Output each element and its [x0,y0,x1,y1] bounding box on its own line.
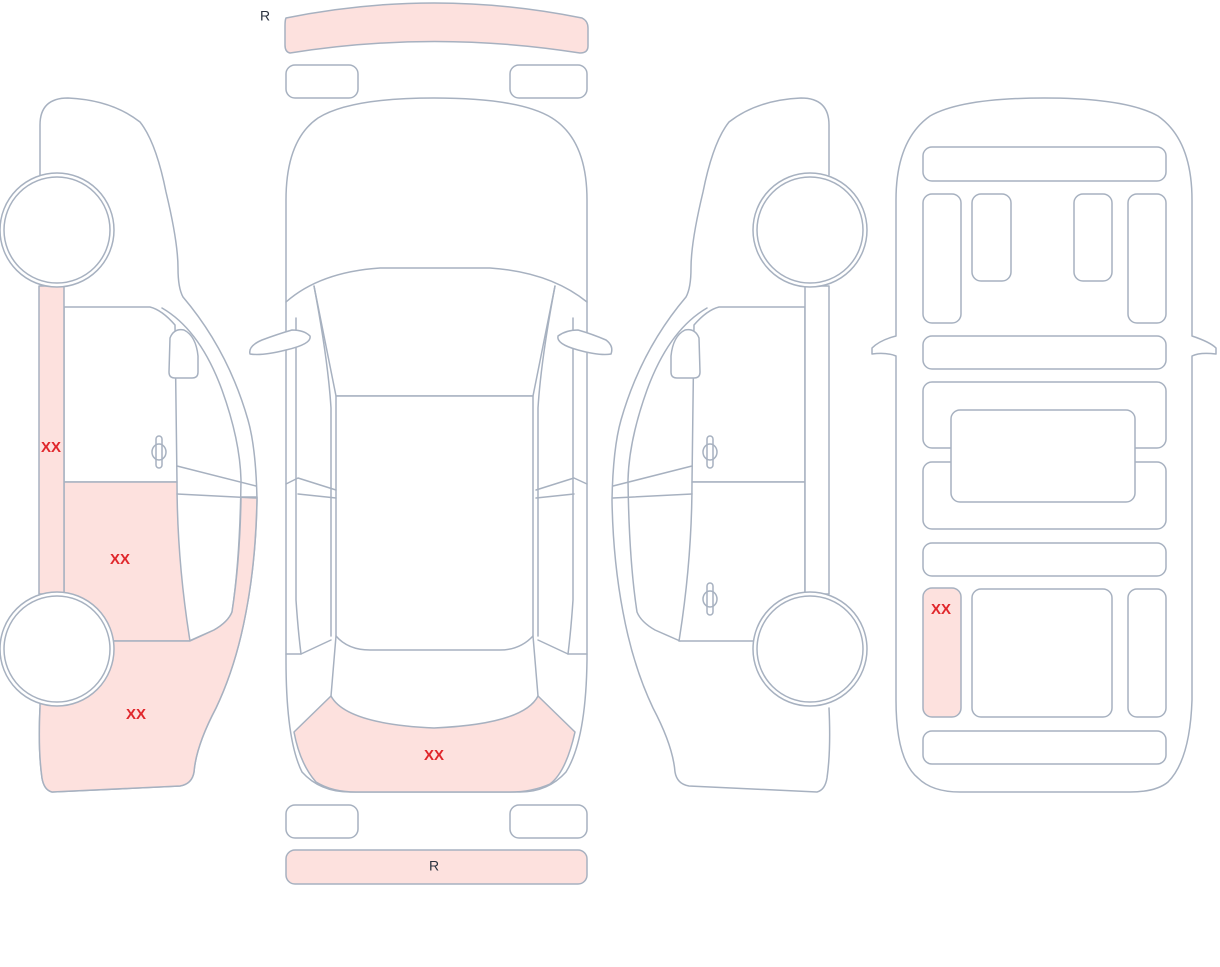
right-front-door-handle[interactable] [706,435,714,469]
left-rear-door-mark: XX [110,551,130,568]
left-rear-quarter[interactable] [38,496,258,793]
front-left-headlight[interactable] [285,64,359,99]
front-bumper-label: R [260,8,270,24]
front-right-headlight[interactable] [509,64,588,99]
left-b-pillar-bottom [176,493,257,499]
rear-bench-seat[interactable] [971,588,1113,718]
left-front-handle-ring [151,443,167,461]
left-side-mirror[interactable] [168,328,199,379]
right-pillar-strip-top [535,477,588,491]
rear-panel[interactable] [293,695,576,793]
dashboard[interactable] [922,146,1167,182]
hood-line [285,267,588,303]
right-side-body-outline [611,97,831,793]
right-rear-handle-ring [702,590,718,608]
rear-pillar-left [330,635,337,697]
left-b-pillar-top [176,465,257,487]
right-side-mirror[interactable] [670,328,701,379]
top-left-mirror[interactable] [249,329,311,356]
right-b-pillar-top [612,465,693,487]
rear-panel-mark: XX [424,747,444,764]
right-rear-wheel[interactable] [756,595,864,703]
interior-view: XX [871,97,1217,793]
left-rear-wheel[interactable] [3,595,111,703]
right-b-pillar-bottom [612,493,693,499]
left-a-pillar [313,285,332,637]
left-rear-quarter-mark: XX [126,706,146,723]
rear-bumper-label: R [429,858,439,874]
passenger-seat[interactable] [1073,193,1113,282]
right-side-line [537,639,588,655]
left-pillar-strip-bottom [297,493,337,499]
right-rear-door-handle[interactable] [706,582,714,616]
right-front-wheel[interactable] [756,176,864,284]
left-side-view: XX XX XX [0,97,258,793]
front-bumper[interactable] [284,2,589,54]
right-rocker-panel[interactable] [804,285,830,595]
windshield[interactable] [313,285,556,397]
front-right-door-panel[interactable] [1127,193,1167,324]
left-side-line [285,639,332,655]
left-front-door[interactable] [63,306,178,483]
rear-right-seat[interactable] [1127,588,1167,718]
top-right-mirror[interactable] [557,329,613,356]
right-front-handle-ring [702,443,718,461]
rear-left-seat[interactable] [922,587,962,718]
rear-bumper[interactable] [285,849,588,885]
left-front-door-handle[interactable] [155,435,163,469]
right-side-view [611,97,868,793]
driver-seat[interactable] [971,193,1012,282]
front-headliner[interactable] [922,335,1167,370]
rear-headliner[interactable] [922,542,1167,577]
right-a-pillar [537,285,556,637]
right-pillar-strip-bottom [535,493,575,499]
rear-left-seat-mark: XX [931,601,951,618]
rear-left-taillight[interactable] [285,804,359,839]
rear-pillar-right [532,635,539,697]
left-rocker-mark: XX [41,439,61,456]
cargo-area[interactable] [922,730,1167,765]
front-left-door-panel[interactable] [922,193,962,324]
left-front-wheel[interactable] [3,176,111,284]
top-view: R XX R [249,2,613,885]
left-pillar-strip-top [285,477,337,491]
rear-right-taillight[interactable] [509,804,588,839]
roof[interactable] [335,395,534,651]
left-window-strip [295,317,302,655]
right-window-strip [567,317,574,655]
sunroof[interactable] [950,409,1136,503]
right-side-roof-pillar [627,307,708,642]
right-front-door[interactable] [691,306,806,483]
